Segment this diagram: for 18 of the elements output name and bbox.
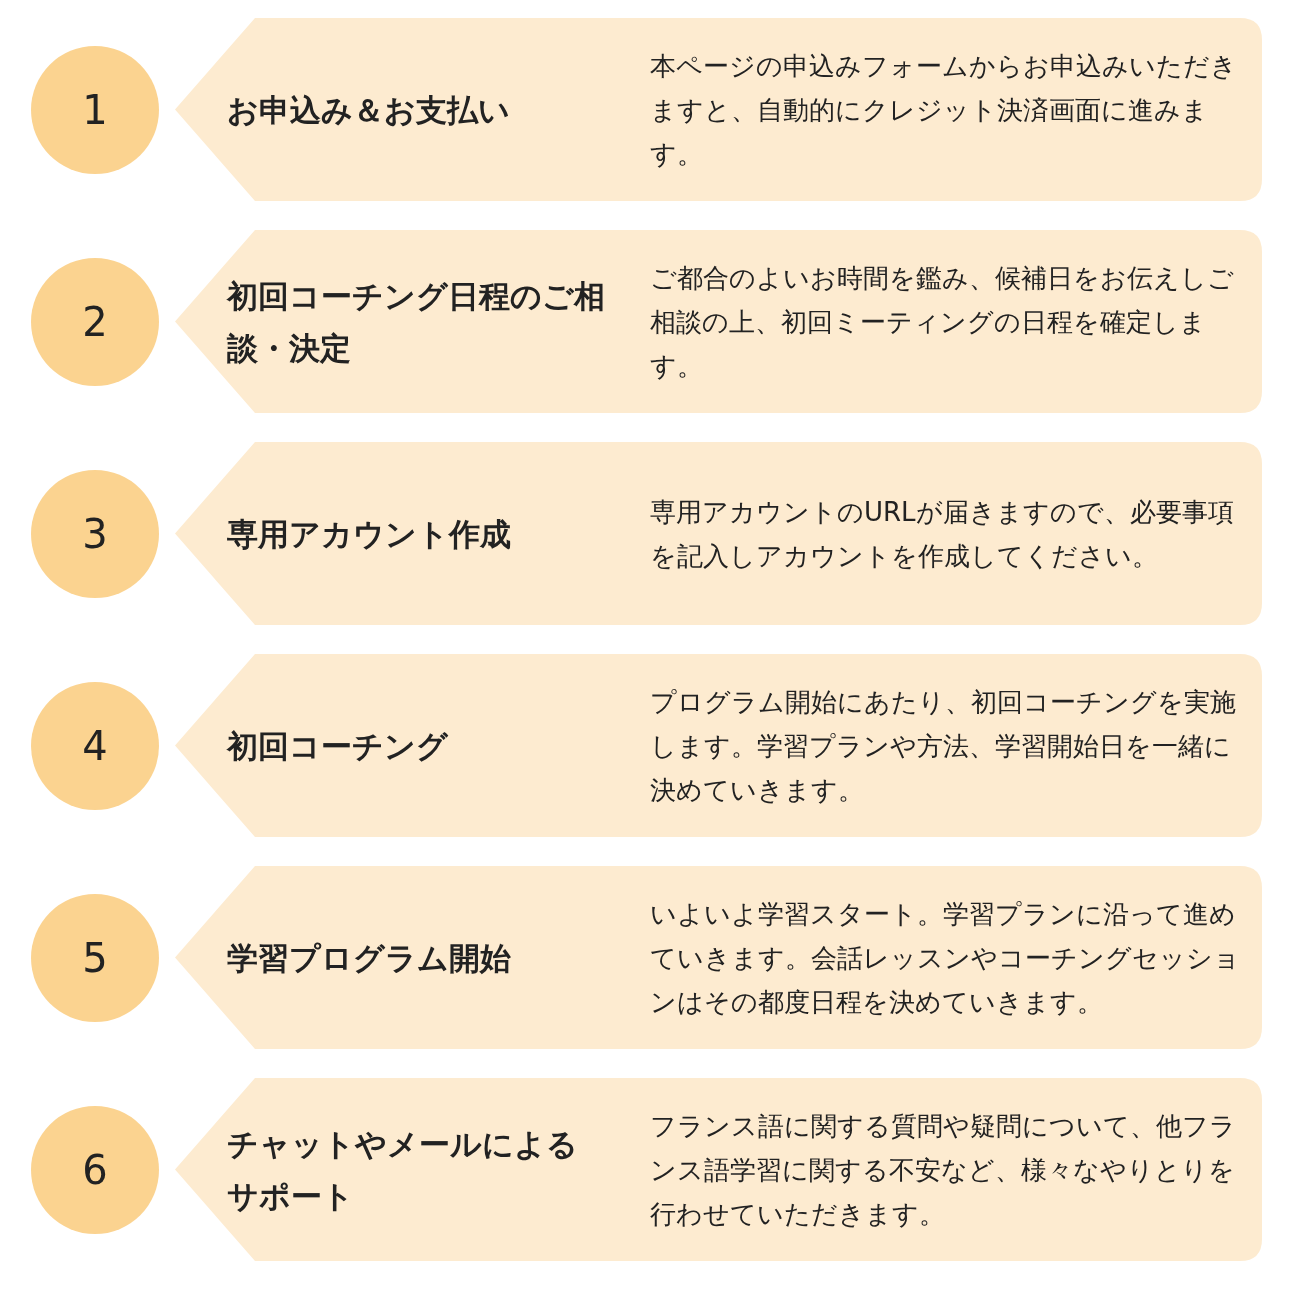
step-number-circle: 1 xyxy=(31,45,159,174)
step-title: 学習プログラム開始 xyxy=(227,938,512,978)
step-title: 初回コーチング日程のご相談・決定 xyxy=(227,276,606,368)
step-title: チャットやメールによるサポート xyxy=(227,1124,579,1216)
step-title: お申込み＆お支払い xyxy=(227,90,511,130)
step-description: ご都合のよいお時間を鑑み、候補日をお伝えしご相談の上、初回ミーティングの日程を確定します。 xyxy=(650,261,1235,383)
step-title: 初回コーチング xyxy=(227,726,449,766)
step-number-circle: 3 xyxy=(31,469,159,598)
step-number-circle: 6 xyxy=(31,1105,159,1234)
step-title: 専用アカウント作成 xyxy=(227,514,512,554)
step-description: プログラム開始にあたり、初回コーチングを実施します。学習プランや方法、学習開始日を一緒に決めていきます。 xyxy=(650,685,1237,807)
step-number-circle: 2 xyxy=(31,257,159,386)
step-number-circle: 5 xyxy=(31,893,159,1022)
step-description: 本ページの申込みフォームからお申込みいただきますと、自動的にクレジット決済画面に進みます。 xyxy=(650,49,1238,171)
step-number-circle: 4 xyxy=(31,681,159,810)
step-description: いよいよ学習スタート。学習プランに沿って進めていきます。会話レッスンやコーチングセッションはその都度日程を決めていきます。 xyxy=(650,897,1241,1019)
step-description: 専用アカウントのURLが届きますので、必要事項を記入しアカウントを作成してください。 xyxy=(650,495,1235,573)
step-description: フランス語に関する質問や疑問について、他フランス語学習に関する不安など、様々なやりとりを行わせていただきます。 xyxy=(650,1109,1237,1231)
